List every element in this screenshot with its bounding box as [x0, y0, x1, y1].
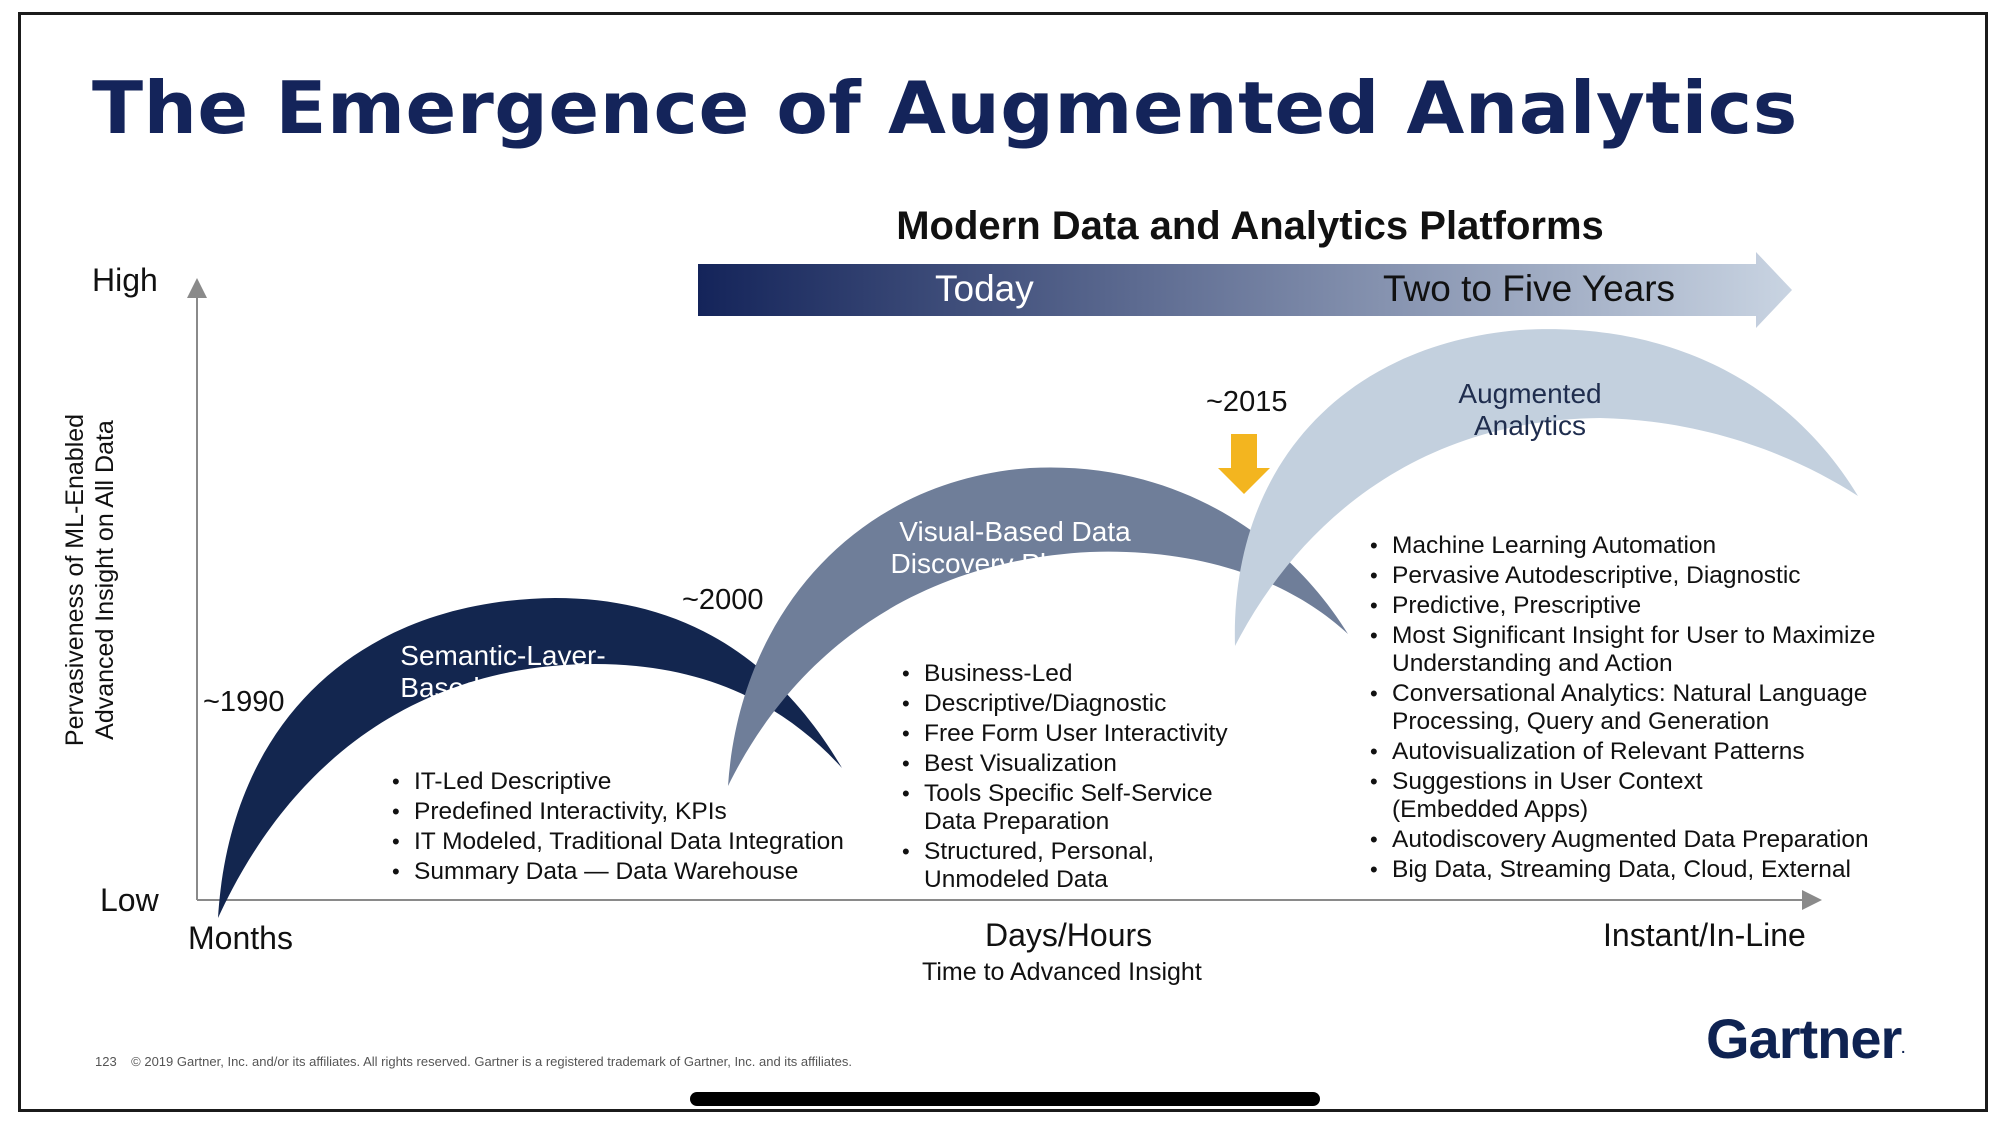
era-1990-label: ~1990 [203, 686, 285, 718]
bullet-item: Machine Learning Automation [1370, 532, 1910, 560]
y-axis-label: Pervasiveness of ML-Enabled Advanced Ins… [61, 413, 119, 747]
platform-name-line: Discovery Platforms [890, 548, 1140, 579]
x-axis-instant: Instant/In-Line [1603, 917, 1806, 953]
page-number: 123 [95, 1054, 117, 1069]
x-axis-days-hours: Days/Hours [985, 917, 1153, 953]
bullet-item: Predictive, Prescriptive [1370, 592, 1910, 620]
y-axis-low: Low [100, 882, 159, 918]
bullet-item: Conversational Analytics: Natural Langua… [1370, 680, 1910, 736]
timeline-arrow [698, 252, 1792, 328]
platform-name-line: Semantic-Layer- [400, 640, 606, 671]
x-axis-months: Months [188, 920, 293, 956]
platform-name-line: Visual-Based Data [899, 516, 1131, 547]
arc-augmented-analytics [1234, 329, 1858, 646]
y-axis-high: High [92, 262, 158, 298]
bullet-item: Pervasive Autodescriptive, Diagnostic [1370, 562, 1910, 590]
gartner-logo: Gartner. [1706, 1006, 1905, 1071]
bullet-item: Big Data, Streaming Data, Cloud, Externa… [1370, 856, 1910, 884]
platform-semantic-layer-name: Semantic-Layer- Based Platforms [378, 640, 628, 704]
bullet-item: Autodiscovery Augmented Data Preparation [1370, 826, 1910, 854]
bullet-item: Suggestions in User Context(Embedded App… [1370, 768, 1910, 824]
bullet-item: Descriptive/Diagnostic [902, 690, 1262, 718]
augmented-analytics-bullets: Machine Learning AutomationPervasive Aut… [1370, 532, 1910, 886]
platform-visual-discovery-name: Visual-Based Data Discovery Platforms [875, 516, 1155, 580]
bullet-item: Best Visualization [902, 750, 1262, 778]
era-2015-marker [1218, 434, 1270, 494]
x-axis-label: Time to Advanced Insight [922, 958, 1202, 986]
bullet-item: IT Modeled, Traditional Data Integration [392, 828, 912, 856]
bullet-item: Most Significant Insight for User to Max… [1370, 622, 1910, 678]
platform-name-line: Based Platforms [400, 672, 606, 703]
bullet-item: Summary Data — Data Warehouse [392, 858, 912, 886]
logo-text: Gartner [1706, 1007, 1902, 1070]
bullet-item: Predefined Interactivity, KPIs [392, 798, 912, 826]
bullet-item: Free Form User Interactivity [902, 720, 1262, 748]
logo-mark: . [1901, 1040, 1905, 1056]
bullet-item: Autovisualization of Relevant Patterns [1370, 738, 1910, 766]
diagram-subtitle: Modern Data and Analytics Platforms [896, 204, 1604, 248]
arc-visual-discovery [728, 467, 1348, 786]
arc-semantic-layer [218, 598, 842, 918]
bullet-item: Business-Led [902, 660, 1262, 688]
bullet-item: Structured, Personal,Unmodeled Data [902, 838, 1262, 894]
platform-name-line: Analytics [1473, 410, 1587, 441]
timeline-today-label: Today [935, 268, 1034, 309]
semantic-layer-bullets: IT-Led DescriptivePredefined Interactivi… [392, 768, 912, 888]
era-2000-label: ~2000 [682, 584, 764, 616]
timeline-future-label: Two to Five Years [1383, 268, 1676, 309]
slide-title: The Emergence of Augmented Analytics [92, 66, 1798, 150]
home-indicator-bar[interactable] [690, 1092, 1320, 1106]
bullet-item: IT-Led Descriptive [392, 768, 912, 796]
platform-augmented-analytics-name: Augmented Analytics [1410, 378, 1650, 442]
footer: 123 © 2019 Gartner, Inc. and/or its affi… [95, 1054, 852, 1069]
era-2015-label: ~2015 [1206, 386, 1288, 418]
platform-name-line: Augmented [1458, 378, 1602, 409]
copyright-text: © 2019 Gartner, Inc. and/or its affiliat… [131, 1054, 852, 1069]
